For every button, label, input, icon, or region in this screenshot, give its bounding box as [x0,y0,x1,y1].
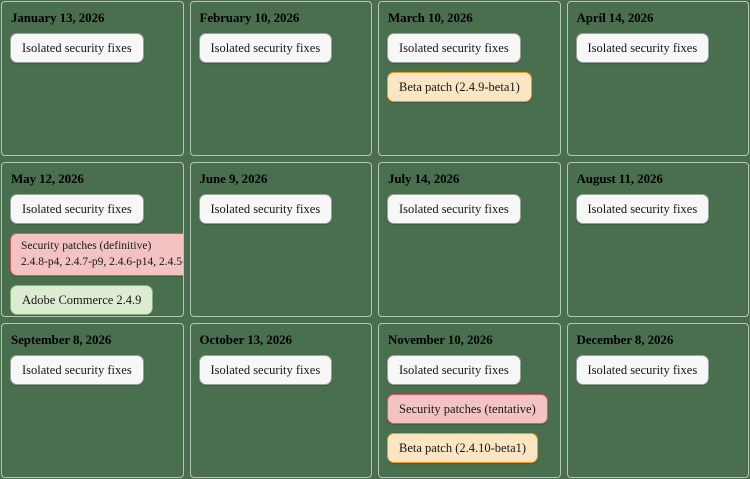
month-date-heading: March 10, 2026 [388,10,473,25]
month-date-heading: November 10, 2026 [388,332,493,347]
month-date-heading: August 11, 2026 [576,171,663,186]
event-chip-security[interactable]: Security patches (definitive) 2.4.8-p4, 2… [10,233,183,277]
month-date-heading: September 8, 2026 [11,332,112,347]
event-chip-beta[interactable]: Beta patch (2.4.10-beta1) [387,433,539,463]
event-chip-neutral[interactable]: Isolated security fixes [575,33,710,63]
event-chip-neutral[interactable]: Isolated security fixes [387,194,521,224]
month-date-heading: May 12, 2026 [11,171,84,186]
month-date-heading: December 8, 2026 [576,332,674,347]
event-chip-neutral[interactable]: Isolated security fixes [198,33,333,63]
month-date-heading: April 14, 2026 [576,10,654,25]
event-chip-neutral[interactable]: Isolated security fixes [575,355,710,385]
event-chip-neutral[interactable]: Isolated security fixes [10,194,144,224]
month-date-heading: February 10, 2026 [199,10,300,25]
event-chip-release[interactable]: Adobe Commerce 2.4.9 [10,285,154,316]
month-date-heading: June 9, 2026 [199,171,268,186]
event-chip-neutral[interactable]: Isolated security fixes [387,33,521,63]
event-chip-neutral[interactable]: Isolated security fixes [10,355,144,385]
event-chip-neutral[interactable]: Isolated security fixes [198,355,333,385]
event-chip-label: Security patches (definitive) [21,240,152,252]
month-date-heading: January 13, 2026 [11,10,105,25]
event-chip-security[interactable]: Security patches (tentative) [387,394,548,424]
month-date-heading: July 14, 2026 [388,171,460,186]
event-chip-neutral[interactable]: Isolated security fixes [575,194,710,224]
event-chip-beta[interactable]: Beta patch (2.4.9-beta1) [387,72,532,102]
month-date-heading: October 13, 2026 [199,332,293,347]
event-chip-detail: 2.4.8-p4, 2.4.7-p9, 2.4.6-p14, 2.4.5-p16 [21,255,183,268]
event-chip-neutral[interactable]: Isolated security fixes [198,194,333,224]
event-chip-neutral[interactable]: Isolated security fixes [10,33,144,63]
event-chip-neutral[interactable]: Isolated security fixes [387,355,521,385]
